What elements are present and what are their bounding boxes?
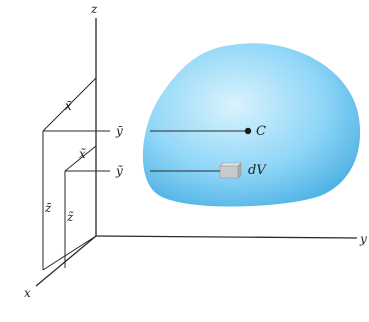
z-tilde-label: z̃ <box>66 210 74 224</box>
x-axis-label: x <box>24 286 31 300</box>
volume-element-cube <box>219 162 242 179</box>
xbar-base-line <box>42 235 97 271</box>
y-bar-label: ȳ <box>115 124 123 138</box>
z-axis-label: z <box>90 2 98 16</box>
volume-body <box>142 43 361 207</box>
x-bar-label: x̄ <box>65 99 72 113</box>
x-tilde-label: x̃ <box>79 147 86 161</box>
xbar-diagonal <box>42 77 97 132</box>
xtilde-diagonal <box>64 145 97 172</box>
centroid-label: C <box>256 124 266 139</box>
x-axis-line <box>35 235 97 287</box>
y-tilde-label: ỹ <box>115 164 123 178</box>
z-bar-label: z̄ <box>44 201 52 215</box>
element-label: dV <box>248 163 267 178</box>
y-axis-line <box>95 235 358 239</box>
y-axis-label: y <box>359 232 367 246</box>
centroid-point <box>244 127 252 135</box>
